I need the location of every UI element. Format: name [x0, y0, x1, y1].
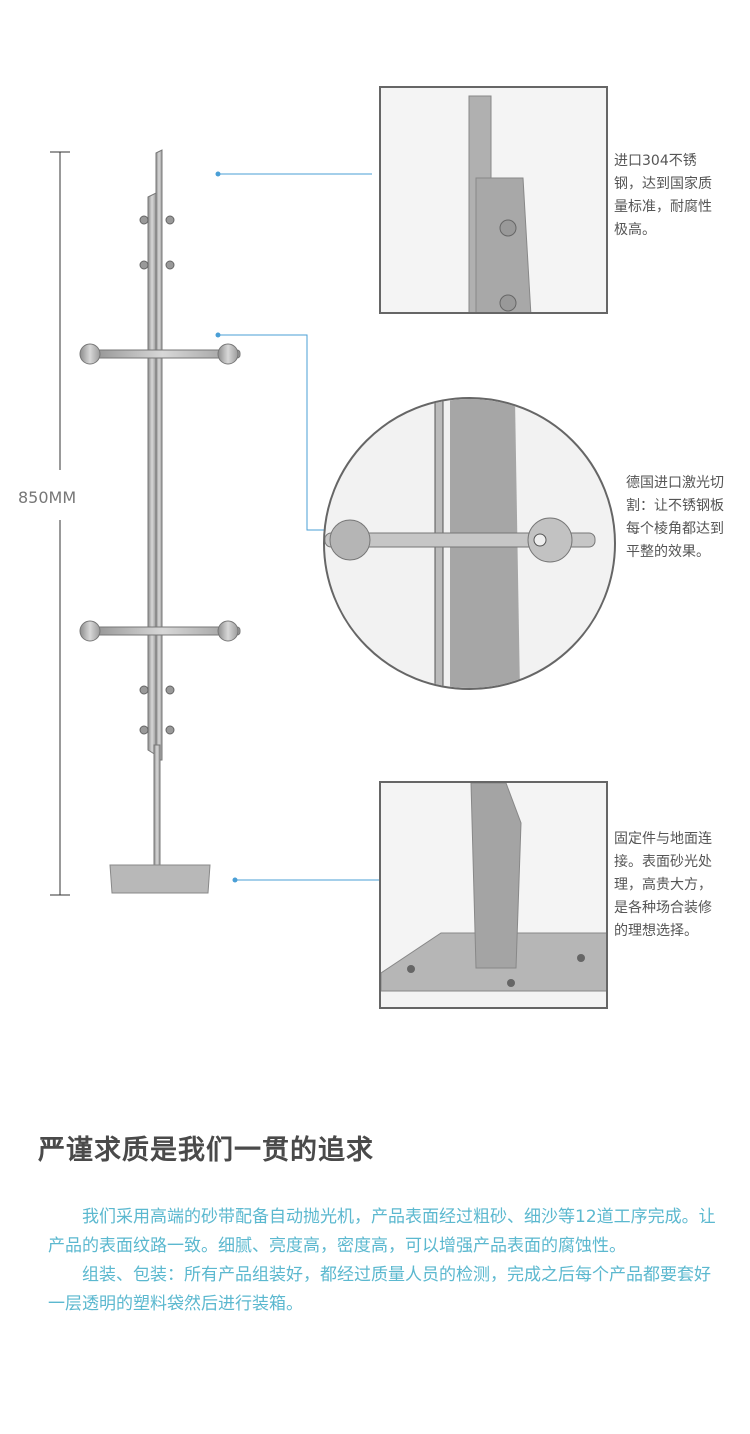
dimension-line [50, 151, 70, 896]
detail-laser-cut-image [323, 397, 616, 690]
dimension-label: 850MM [18, 488, 77, 507]
section-body: 我们采用高端的砂带配备自动抛光机，产品表面经过粗砂、细沙等12道工序完成。让产品… [48, 1203, 718, 1319]
paragraph-packaging: 组装、包装：所有产品组装好，都经过质量人员的检测，完成之后每个产品都要套好一层透… [48, 1265, 711, 1314]
callout-text-laser: 德国进口激光切割：让不锈钢板每个棱角都达到平整的效果。 [626, 475, 724, 560]
section-title: 严谨求质是我们一贯的追求 [38, 1135, 374, 1166]
detail-top-image [379, 86, 608, 314]
callout-text-base: 固定件与地面连接。表面砂光处理，高贵大方，是各种场合装修的理想选择。 [614, 831, 712, 939]
callout-text-steel: 进口304不锈钢，达到国家质量标准，耐腐性极高。 [614, 153, 712, 238]
detail-base-image [379, 781, 608, 1009]
paragraph-polish: 我们采用高端的砂带配备自动抛光机，产品表面经过粗砂、细沙等12道工序完成。让产品… [48, 1207, 716, 1256]
callout-lines [215, 171, 380, 883]
railing-post-image [79, 149, 241, 894]
